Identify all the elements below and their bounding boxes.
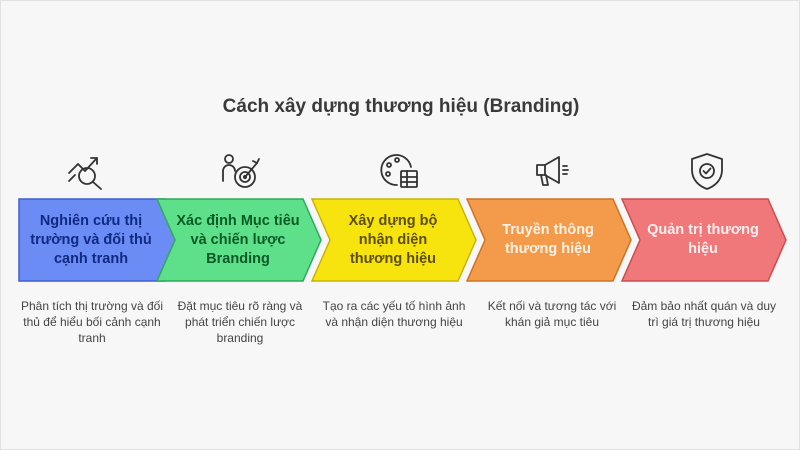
palette-icon [377, 151, 421, 191]
megaphone-icon [531, 151, 575, 191]
step-2-label: Xác định Mục tiêu và chiến lược Branding [176, 212, 300, 267]
step-4-shape [466, 198, 632, 282]
step-1-arrow: Nghiên cứu thị trường và đối thủ cạnh tr… [18, 198, 184, 282]
step-2-description: Đặt mục tiêu rõ ràng và phát triển chiến… [177, 299, 303, 345]
step-5-label: Quản trị thương hiệu [647, 222, 759, 257]
step-3-label: Xây dựng bộ nhận diện thương hiệu [348, 212, 438, 267]
shield-check-icon [685, 151, 729, 191]
step-2-arrow: Xác định Mục tiêu và chiến lược Branding [156, 198, 322, 282]
target-person-icon [219, 151, 263, 191]
market-analysis-icon [65, 151, 109, 191]
step-3-arrow: Xây dựng bộ nhận diện thương hiệu [311, 198, 477, 282]
step-1-description: Phân tích thị trường và đối thủ để hiểu … [21, 299, 163, 345]
step-5-description: Đảm bảo nhất quán và duy trì giá trị thư… [631, 299, 777, 329]
step-4-label: Truyền thông thương hiệu [502, 222, 594, 257]
step-3-description: Tạo ra các yếu tố hình ảnh và nhận diện … [322, 299, 466, 329]
step-5-arrow: Quản trị thương hiệu [621, 198, 787, 282]
step-4-arrow: Truyền thông thương hiệu [466, 198, 632, 282]
step-3-shape [311, 198, 477, 282]
step-5-shape [621, 198, 787, 282]
step-1-label: Nghiên cứu thị trường và đối thủ cạnh tr… [30, 212, 152, 267]
step-2-shape [156, 198, 322, 282]
step-4-description: Kết nối và tương tác với khán giả mục ti… [487, 299, 617, 329]
diagram-title: Cách xây dựng thương hiệu (Branding) [222, 96, 580, 117]
